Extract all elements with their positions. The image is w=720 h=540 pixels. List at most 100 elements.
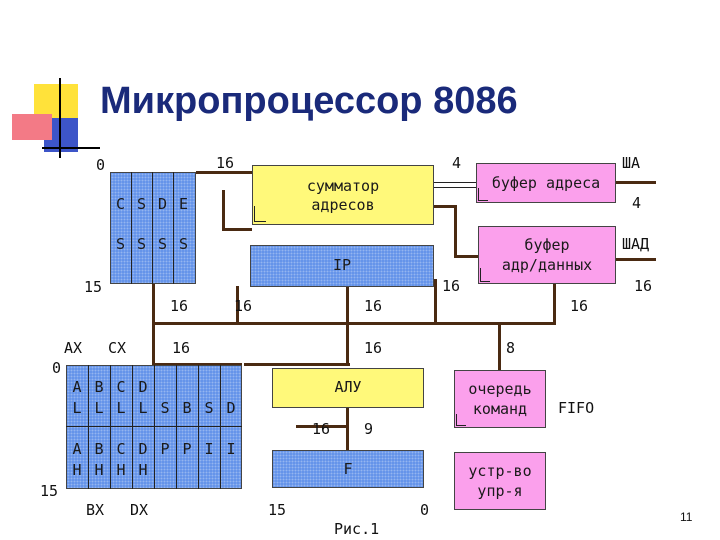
bus-width-16-d: 16 — [570, 297, 589, 315]
alu-width-9: 9 — [364, 420, 374, 438]
line-adder-to-buffer-1 — [434, 182, 476, 183]
segment-registers — [110, 172, 196, 284]
addr-data-buffer-line1: буфер — [524, 236, 570, 254]
instruction-queue-line1: очередь — [468, 380, 532, 398]
flags-register — [272, 450, 424, 488]
deco-vline-1 — [59, 78, 61, 158]
seg-reg-s-1: S — [115, 235, 126, 253]
seg-reg-d: D — [157, 195, 168, 213]
ax-label: AX — [64, 339, 83, 357]
seg-reg-s-4: S — [178, 235, 189, 253]
seg-reg-e: E — [178, 195, 189, 213]
line-adder-to-buffer-2 — [434, 187, 476, 188]
gen-r1-c2: B — [94, 378, 104, 396]
bus-to-addrdata-horiz — [454, 255, 478, 258]
dx-label: DX — [130, 501, 149, 519]
flags-label: F — [343, 460, 353, 478]
adbuf-corner-v — [480, 268, 481, 281]
sha-width-4: 4 — [632, 194, 642, 212]
deco-hline-1 — [42, 147, 100, 149]
shad-label: ШАД — [622, 235, 650, 253]
address-adder-line2: адресов — [311, 196, 375, 214]
bus-alu-in — [244, 363, 350, 366]
gen-r2-c2: L — [94, 399, 104, 417]
bus-shad-out — [616, 258, 656, 261]
bus-vert-adder — [222, 190, 225, 230]
seg-bit-low-label: 15 — [84, 278, 103, 296]
gen-r2-c1: L — [72, 399, 82, 417]
bx-label: BX — [86, 501, 105, 519]
addr-data-buffer — [478, 226, 616, 284]
bus-main-horizontal — [152, 322, 556, 325]
gen-bit-high-label: 0 — [52, 359, 62, 377]
bus-width-16-a: 16 — [170, 297, 189, 315]
gen-vdiv-5 — [176, 365, 177, 489]
bus-width-16-c: 16 — [364, 297, 383, 315]
seg-reg-c: C — [115, 195, 126, 213]
gen-r3-c5: P — [160, 440, 170, 458]
adder-corner-v — [254, 206, 255, 221]
gen-vdiv-1 — [88, 365, 89, 489]
adbuf-corner-h — [480, 281, 490, 282]
control-unit — [454, 452, 546, 510]
gen-r3-c3: C — [116, 440, 126, 458]
gen-vdiv-4 — [154, 365, 155, 489]
gen-r3-c2: B — [94, 440, 104, 458]
alu-width-16: 16 — [312, 420, 331, 438]
bus-adder-left — [236, 286, 239, 324]
cx-label: CX — [108, 339, 127, 357]
alu-label: АЛУ — [334, 378, 362, 396]
bus-alu-out — [346, 408, 349, 450]
instruction-pointer — [250, 245, 434, 287]
control-unit-line2: упр-я — [477, 482, 523, 500]
gen-r2-c5: S — [160, 399, 170, 417]
gen-r1-c1: A — [72, 378, 82, 396]
gen-r1-c3: C — [116, 378, 126, 396]
slide-number: 11 — [680, 510, 693, 524]
bus-alu-left — [296, 425, 348, 428]
seg-divider-3 — [173, 172, 174, 284]
gen-r2-c7: S — [204, 399, 214, 417]
bus-seg-down — [152, 283, 155, 365]
bus-queue-down — [498, 322, 501, 370]
gen-r4-c1: H — [72, 461, 82, 479]
addr-data-buffer-line2: адр/данных — [501, 256, 593, 274]
bus-horiz-adder — [222, 228, 252, 231]
seg-reg-s: S — [136, 195, 147, 213]
seg-bit-high-label: 0 — [96, 156, 106, 174]
control-unit-line1: устр-во — [468, 462, 532, 480]
alu — [272, 368, 424, 408]
gen-r4-c4: H — [138, 461, 148, 479]
gen-vdiv-3 — [132, 365, 133, 489]
deco-red-square — [12, 114, 52, 140]
gen-r2-c3: L — [116, 399, 126, 417]
gen-r1-c4: D — [138, 378, 148, 396]
seg-divider-2 — [152, 172, 153, 284]
address-buffer — [476, 163, 616, 203]
address-adder — [252, 165, 434, 225]
bus-ip-down — [346, 286, 349, 366]
gen-r3-c8: I — [226, 440, 236, 458]
sha-label: ША — [622, 154, 641, 172]
bus-to-addrdata-vert — [454, 205, 457, 257]
slide-title: Микропроцессор 8086 — [100, 80, 518, 122]
gen-r4-c2: H — [94, 461, 104, 479]
addr-data-width-16: 16 — [442, 277, 461, 295]
gen-r3-c1: A — [72, 440, 82, 458]
address-adder-line1: сумматор — [306, 177, 380, 195]
bus-sha-out — [616, 181, 656, 184]
bus-width-8: 8 — [506, 339, 516, 357]
shad-width-16: 16 — [634, 277, 653, 295]
seg-reg-s-2: S — [136, 235, 147, 253]
gen-vdiv-7 — [220, 365, 221, 489]
adder-corner-h — [254, 221, 266, 222]
gen-r3-c7: I — [204, 440, 214, 458]
gen-r3-c4: D — [138, 440, 148, 458]
bus-width-16-e: 16 — [172, 339, 191, 357]
bus-width-top-16: 16 — [216, 154, 235, 172]
bus-adder-to-addrdata — [434, 205, 454, 208]
ip-label: IP — [332, 256, 352, 274]
gen-r2-c4: L — [138, 399, 148, 417]
addr-width-4-label: 4 — [452, 154, 462, 172]
queue-corner-h — [456, 425, 466, 426]
